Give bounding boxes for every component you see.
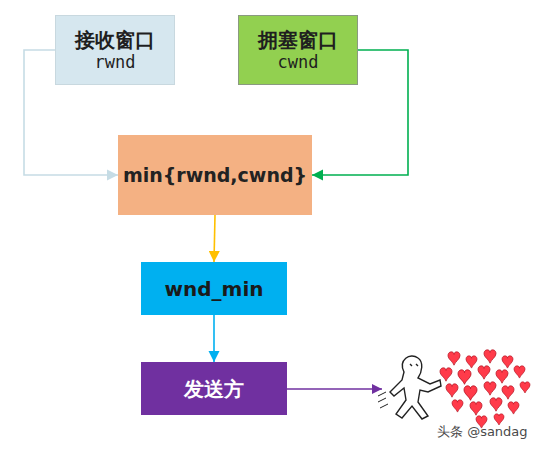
node-title: min{rwnd,cwnd} [123, 164, 307, 187]
result-box: wnd_min [141, 262, 287, 315]
leader-arrow [287, 388, 382, 390]
sender-box: 发送方 [141, 362, 287, 415]
node-title: 拥塞窗口 [258, 28, 338, 52]
node-title: wnd_min [165, 277, 264, 301]
figure-eyes [410, 364, 418, 366]
cartoon-figure [378, 356, 441, 419]
node-title: 发送方 [184, 377, 244, 401]
flow-arrow [214, 215, 215, 262]
watermark: 头条 @sandag [437, 423, 528, 441]
node-subtitle: cwnd [278, 52, 319, 72]
flow-arrow [24, 50, 118, 175]
node-title: 接收窗口 [75, 28, 155, 52]
figure-body [390, 356, 441, 419]
flow-arrow [213, 315, 215, 362]
process-box: min{rwnd,cwnd} [118, 135, 312, 215]
heart-cluster [440, 350, 530, 428]
window-box: 拥塞窗口cwnd [238, 15, 358, 85]
flow-arrow [312, 50, 408, 175]
window-box: 接收窗口rwnd [55, 15, 175, 85]
motion-lines [378, 392, 388, 408]
node-subtitle: rwnd [95, 52, 136, 72]
